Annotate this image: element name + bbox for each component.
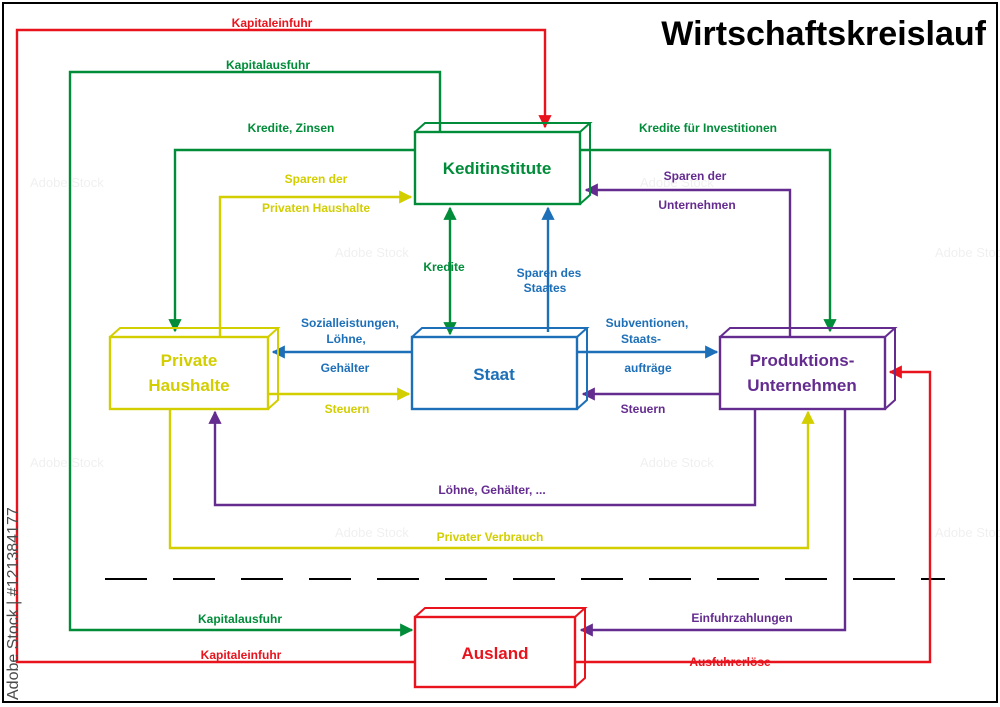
box-ausland: Ausland [413, 607, 588, 689]
watermark-tile: Adobe Stock [335, 525, 409, 540]
flow-sozialleistungen-label-3: Gehälter [321, 361, 370, 375]
flow-sparen-haushalte-label-2: Privaten Haushalte [262, 201, 370, 215]
flow-kredite-investitionen-label: Kredite für Investitionen [639, 121, 777, 135]
watermark-tile: Adobe Stock [935, 245, 1000, 260]
flow-sparen-unternehmen-line [584, 183, 792, 337]
flow-steuern-haushalte-label: Steuern [325, 402, 370, 416]
flow-einfuhrzahlungen-line [579, 409, 847, 637]
flow-ausfuhrerloese-label: Ausfuhrerlöse [689, 655, 771, 669]
flow-kredite-investitionen-line [580, 148, 837, 333]
box-kreditinstitute-label: Keditinstitute [443, 159, 552, 178]
box-staat-3d [411, 327, 590, 410]
flow-lines [15, 28, 932, 664]
flow-sparen-unternehmen-label-1: Sparen der [664, 169, 727, 183]
flow-steuern-unternehmen-label: Steuern [621, 402, 666, 416]
flow-subventionen-label-3: aufträge [624, 361, 672, 375]
watermark-tile: Adobe Stock [640, 455, 714, 470]
flow-sparen-haushalte-label-1: Sparen der [285, 172, 348, 186]
flow-loehne-gehaelter-label: Löhne, Gehälter, ... [438, 483, 545, 497]
watermark-id: Adobe Stock | #121384177 [5, 507, 22, 700]
flow-kapitaleinfuhr-label-bottom: Kapitaleinfuhr [201, 648, 282, 662]
flow-sozialleistungen-label-2: Löhne, [326, 332, 365, 346]
flow-sparen-haushalte-line [218, 190, 413, 337]
flow-sparen-staat-label-1: Sparen des [517, 266, 582, 280]
box-produktions-unternehmen-3d [719, 327, 898, 410]
flow-kapitalausfuhr-label-top: Kapitalausfuhr [226, 58, 310, 72]
flow-kapitalausfuhr-line [68, 70, 442, 637]
flow-einfuhrzahlungen-label: Einfuhrzahlungen [691, 611, 792, 625]
flow-kapitaleinfuhr-line [15, 28, 552, 664]
flow-subventionen-label-1: Subventionen, [606, 316, 689, 330]
box-kreditinstitute-face [413, 130, 582, 206]
watermark-tile: Adobe Stock [935, 525, 1000, 540]
flow-subventionen-label-2: Staats- [621, 332, 661, 346]
flow-ausfuhrerloese-line [575, 365, 932, 664]
watermark-tile: Adobe Stock [30, 175, 104, 190]
box-ausland-face [413, 615, 577, 689]
flow-kapitaleinfuhr-label-top: Kapitaleinfuhr [232, 16, 313, 30]
flow-loehne-gehaelter-line [208, 409, 757, 507]
flow-kredite-zinsen-label: Kredite, Zinsen [248, 121, 335, 135]
box-private-haushalte-label-1: Private [161, 351, 218, 370]
box-staat: Staat [410, 327, 590, 411]
box-produktions-unternehmen: Produktions- Unternehmen [718, 327, 898, 411]
flow-labels: Kapitaleinfuhr Kapitalausfuhr Kredite, Z… [198, 16, 793, 669]
watermark-tile: Adobe Stock [335, 245, 409, 260]
box-produktions-unternehmen-label-1: Produktions- [750, 351, 855, 370]
flow-sparen-staat-label-2: Staates [524, 281, 567, 295]
flow-kredite-label: Kredite [423, 260, 465, 274]
box-staat-label: Staat [473, 365, 515, 384]
box-ausland-label: Ausland [461, 644, 528, 663]
nodes: Keditinstitute Private Haushalte Staat P… [108, 122, 898, 689]
box-ausland-3d [414, 607, 588, 688]
flow-sozialleistungen-label-1: Sozialleistungen, [301, 316, 399, 330]
watermark-tile: Adobe Stock [640, 175, 714, 190]
box-produktions-unternehmen-label-2: Unternehmen [747, 376, 857, 395]
box-staat-face [410, 335, 579, 411]
watermark-tiles: Adobe Stock Adobe Stock Adobe Stock Adob… [30, 175, 1000, 540]
box-private-haushalte-label-2: Haushalte [148, 376, 229, 395]
flow-privater-verbrauch-line [168, 409, 815, 550]
box-private-haushalte-face [108, 335, 270, 411]
flow-kredite-zinsen-line [168, 148, 415, 333]
box-private-haushalte: Private Haushalte [108, 327, 281, 411]
watermark-tile: Adobe Stock [30, 455, 104, 470]
flow-kapitalausfuhr-label-bottom: Kapitalausfuhr [198, 612, 282, 626]
flow-sparen-unternehmen-label-2: Unternehmen [658, 198, 735, 212]
box-kreditinstitute-3d [414, 122, 593, 205]
flow-privater-verbrauch-label: Privater Verbrauch [437, 530, 544, 544]
page-title: Wirtschaftskreislauf [661, 15, 986, 53]
box-kreditinstitute: Keditinstitute [413, 122, 593, 206]
box-produktions-unternehmen-face [718, 335, 887, 411]
box-private-haushalte-3d [109, 327, 281, 410]
